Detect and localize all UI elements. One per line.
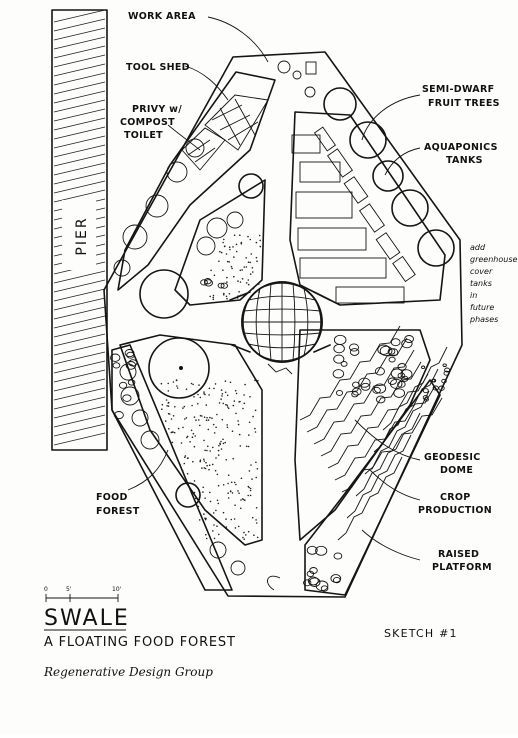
central-paths [229,291,331,591]
scale-mark-10: 10' [112,586,122,593]
label-fruit-1: SEMI-DWARF [422,84,494,95]
side-note-line: phases [469,315,498,324]
label-crop-2: PRODUCTION [418,505,492,516]
label-privy-1: PRIVY w/ [132,104,182,115]
bed-inner-west [174,179,266,306]
labels: WORK AREA TOOL SHED PRIVY w/ COMPOST TOI… [96,11,517,573]
raised-platform-bed [304,379,441,596]
food-forest-groundcover [160,234,262,540]
side-note-line: tanks [470,279,492,288]
label-fruit-2: FRUIT TREES [428,98,500,109]
label-crop-1: CROP [440,492,471,503]
side-note-line: future [470,303,494,312]
credit-line: Regenerative Design Group [43,665,213,679]
aquaponics-zone [289,111,446,306]
planting-beds [111,71,446,596]
side-note: add greenhouse cover tanks in future phases [469,243,517,324]
aquaponics-tanks [291,126,416,304]
crop-rows [299,325,448,541]
title-block: 0 5' 10' SWALE A FLOATING FOOD FOREST Re… [43,586,458,679]
side-note-line: add [470,243,486,252]
scale-bar: 0 5' 10' [44,586,122,602]
mulch-pebbles [110,278,451,592]
canopy-trees [139,173,264,576]
geodesic-dome [241,281,323,363]
label-platform-1: RAISED [438,549,479,560]
sketch-subtitle: A FLOATING FOOD FOREST [44,635,236,650]
privy-compost-toilet [181,127,226,171]
side-note-line: greenhouse [470,255,517,264]
scale-mark-0: 0 [44,586,48,593]
label-work-area: WORK AREA [128,11,196,22]
sketch-number: SKETCH #1 [384,627,458,640]
barge-outline [103,51,463,598]
label-platform-2: PLATFORM [432,562,492,573]
work-area [277,60,317,98]
sketch-title: SWALE [44,606,130,631]
bed-north-west [117,71,276,291]
label-privy-2: COMPOST [120,117,175,128]
label-tool-shed: TOOL SHED [126,62,190,73]
west-edge-trees [113,138,205,450]
pier-label: PIER [74,216,90,255]
side-note-line: in [470,291,477,300]
label-dome-1: GEODESIC [424,452,481,463]
scale-mark-5: 5' [66,586,72,593]
label-aqua-1: AQUAPONICS [424,142,498,153]
semi-dwarf-fruit-trees [323,87,455,267]
label-privy-3: TOILET [124,130,163,141]
label-aqua-2: TANKS [446,155,483,166]
west-edge-bed [111,344,233,591]
leader-lines [127,16,421,561]
side-note-line: cover [470,267,493,276]
label-food-2: FOREST [96,506,140,517]
pier: PIER [51,9,108,451]
label-food-1: FOOD [96,492,128,503]
tool-shed [204,94,269,151]
label-dome-2: DOME [440,465,473,476]
pier-outline [51,9,108,451]
